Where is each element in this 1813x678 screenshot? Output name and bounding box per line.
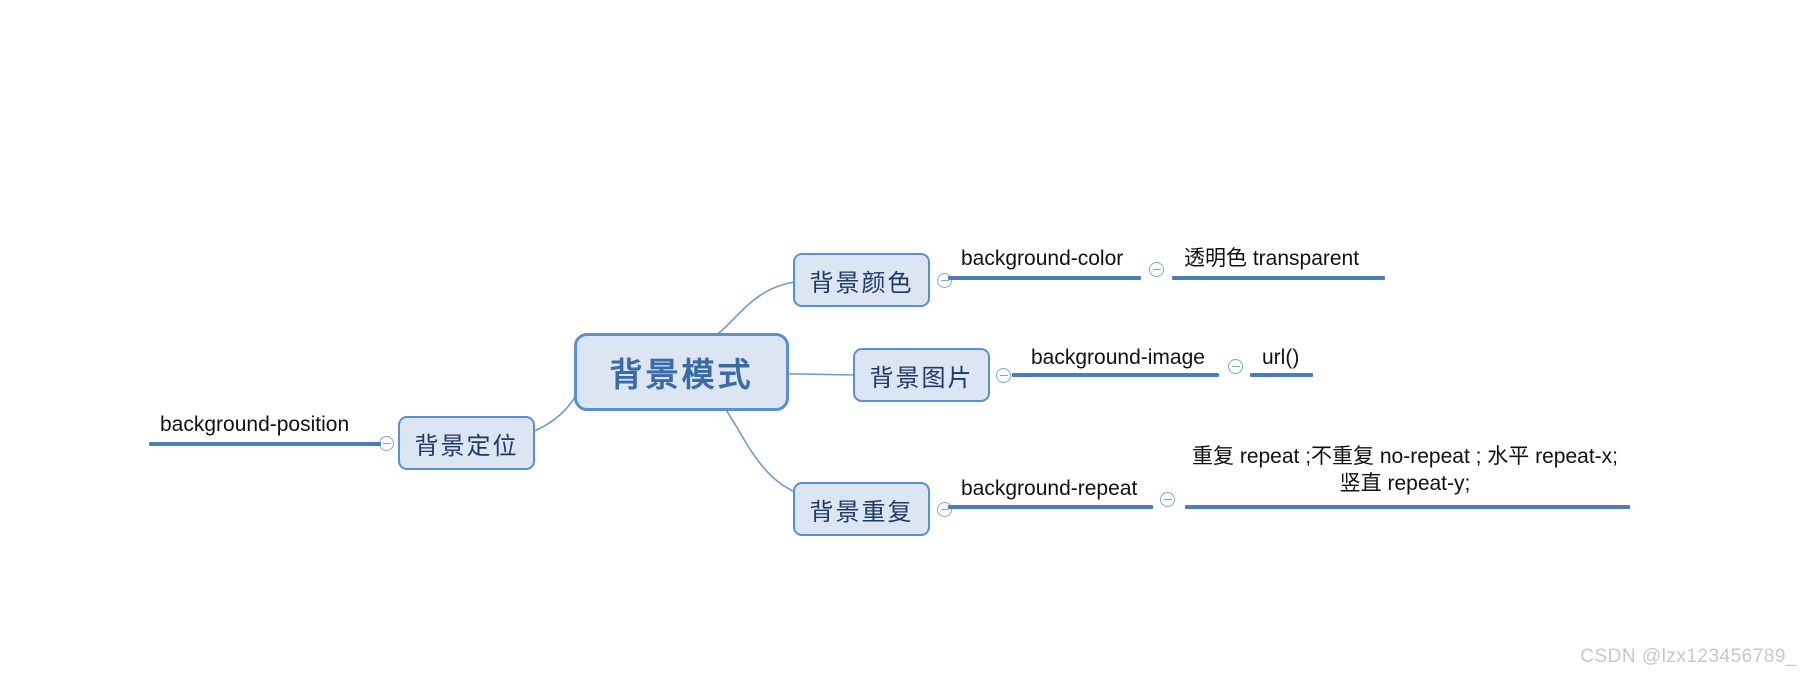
leaf-underline-background-image-primary bbox=[1012, 373, 1219, 377]
leaf-background-image-secondary[interactable]: url() bbox=[1262, 344, 1299, 371]
leaf-background-image-secondary-text: url() bbox=[1262, 346, 1300, 369]
leaf-underline-background-repeat-secondary bbox=[1185, 505, 1630, 509]
root-node-label: 背景模式 bbox=[609, 356, 754, 393]
leaf-background-position-primary-text: background-position bbox=[160, 413, 350, 436]
leaf-underline-background-repeat-primary bbox=[948, 505, 1153, 509]
collapse-minus-icon-background-repeat-value[interactable] bbox=[1160, 492, 1175, 507]
leaf-background-repeat-primary-text: background-repeat bbox=[961, 477, 1138, 500]
branch-node-label: 背景重复 bbox=[809, 498, 914, 526]
collapse-minus-icon-background-position[interactable] bbox=[379, 436, 394, 451]
leaf-background-image-primary-text: background-image bbox=[1031, 346, 1205, 369]
branch-node-background-color[interactable]: 背景颜色 bbox=[793, 253, 930, 307]
branch-node-label: 背景定位 bbox=[414, 432, 519, 460]
leaf-background-repeat-secondary[interactable]: 重复 repeat ;不重复 no-repeat ; 水平 repeat-x; … bbox=[1192, 443, 1618, 497]
leaf-background-position-primary[interactable]: background-position bbox=[160, 411, 349, 438]
branch-node-background-repeat[interactable]: 背景重复 bbox=[793, 482, 930, 536]
leaf-background-color-primary-text: background-color bbox=[961, 247, 1124, 270]
leaf-background-color-secondary-text: 透明色 transparent bbox=[1184, 247, 1360, 270]
branch-node-label: 背景颜色 bbox=[809, 269, 914, 297]
watermark-text: CSDN @lzx123456789_ bbox=[1580, 646, 1797, 667]
collapse-minus-icon-background-image-value[interactable] bbox=[1228, 359, 1243, 374]
leaf-background-repeat-secondary-text: 重复 repeat ;不重复 no-repeat ; 水平 repeat-x; … bbox=[1192, 445, 1618, 495]
leaf-background-repeat-primary[interactable]: background-repeat bbox=[961, 475, 1137, 502]
collapse-minus-icon-background-image[interactable] bbox=[996, 368, 1011, 383]
branch-node-label: 背景图片 bbox=[869, 364, 974, 392]
leaf-underline-background-color-secondary bbox=[1172, 276, 1385, 280]
leaf-underline-background-color-primary bbox=[948, 276, 1141, 280]
csdn-watermark: CSDN @lzx123456789_ bbox=[1580, 646, 1797, 668]
leaf-background-color-secondary[interactable]: 透明色 transparent bbox=[1184, 245, 1359, 272]
root-node-background-mode[interactable]: 背景模式 bbox=[574, 333, 789, 411]
branch-node-background-position[interactable]: 背景定位 bbox=[398, 416, 535, 470]
branch-node-background-image[interactable]: 背景图片 bbox=[853, 348, 990, 402]
collapse-minus-icon-background-color-value[interactable] bbox=[1149, 262, 1164, 277]
leaf-background-color-primary[interactable]: background-color bbox=[961, 245, 1123, 272]
leaf-underline-background-image-secondary bbox=[1250, 373, 1313, 377]
leaf-underline-background-position-primary bbox=[149, 442, 381, 446]
leaf-background-image-primary[interactable]: background-image bbox=[1031, 344, 1205, 371]
